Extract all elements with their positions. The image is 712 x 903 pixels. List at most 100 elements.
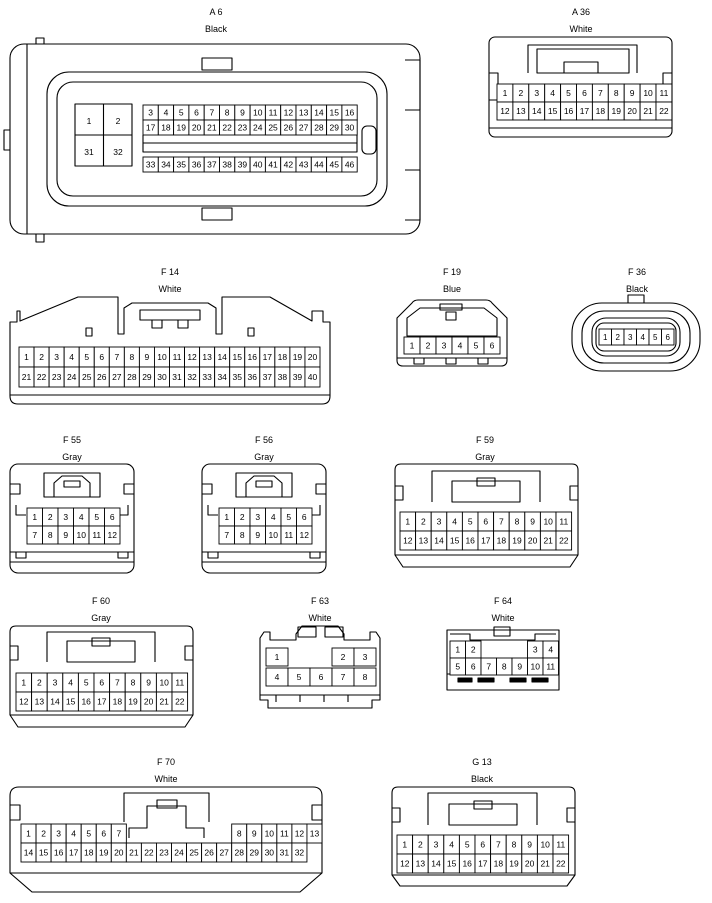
f63-pin-cell <box>265 647 289 667</box>
g13-pin-number: 16 <box>462 859 472 869</box>
f64-pin-number: 9 <box>517 662 522 672</box>
f70-pin-number: 21 <box>129 848 139 858</box>
connector-f59 <box>394 463 579 568</box>
f59-pin-number: 18 <box>497 536 507 546</box>
f19-pin-number: 1 <box>410 341 415 351</box>
connector-g13 <box>391 786 576 887</box>
a36-pin-number: 17 <box>580 106 590 116</box>
a6-pin-number: 8 <box>225 108 230 118</box>
f70-pin-number: 24 <box>174 848 184 858</box>
g13-pin-number: 10 <box>540 840 550 850</box>
a6-pin-number: 3 <box>148 108 153 118</box>
g13-pin-number: 3 <box>434 840 439 850</box>
f55-pin-number: 4 <box>79 512 84 522</box>
f60-pin-cell <box>171 691 189 712</box>
f36-pin-number: 5 <box>653 333 658 342</box>
a36-pin-number: 13 <box>516 106 526 116</box>
f14-pin-number: 37 <box>263 372 273 382</box>
connector-f64 <box>446 626 560 691</box>
a36-pin-number: 22 <box>659 106 669 116</box>
f63-pin-number: 5 <box>297 672 302 682</box>
a6-pin-number: 31 <box>84 147 94 157</box>
f59-id-label: F 59 <box>476 435 494 445</box>
connector-f55 <box>9 463 135 574</box>
g13-pin-number: 18 <box>494 859 504 869</box>
f63-id-label: F 63 <box>311 596 329 606</box>
f55-pin-number: 7 <box>32 530 37 540</box>
g13-pin-number: 5 <box>465 840 470 850</box>
f70-pin-number: 25 <box>189 848 199 858</box>
f14-pin-number: 3 <box>54 352 59 362</box>
f14-pin-number: 18 <box>278 352 288 362</box>
f59-pin-number: 13 <box>419 536 429 546</box>
f64-pin-number: 4 <box>548 645 553 655</box>
f60-pin-number: 2 <box>37 678 42 688</box>
f70-pin-number: 3 <box>56 829 61 839</box>
f64-id-label: F 64 <box>494 596 512 606</box>
g13-pin-number: 4 <box>449 840 454 850</box>
f14-pin-number: 40 <box>308 372 318 382</box>
f36-pin-number: 3 <box>628 333 633 342</box>
g13-pin-cell <box>552 853 570 874</box>
a6-pins-32 <box>74 103 133 167</box>
g13-pin-number: 2 <box>418 840 423 850</box>
f14-pin-number: 20 <box>308 352 318 362</box>
a6-pin-number: 44 <box>314 160 324 170</box>
a6-pin-number: 35 <box>177 160 187 170</box>
a6-pin-number: 36 <box>192 160 202 170</box>
f60-color-label: Gray <box>91 613 111 623</box>
a36-pin-number: 1 <box>503 88 508 98</box>
f55-id-label: F 55 <box>63 435 81 445</box>
f60-pin-number: 4 <box>68 678 73 688</box>
a36-pin-number: 11 <box>660 88 669 98</box>
f36-pin-number: 4 <box>641 333 646 342</box>
a6-pin-number: 33 <box>146 160 156 170</box>
f36-pin-cell <box>661 328 675 346</box>
f60-pin-number: 18 <box>113 697 123 707</box>
f55-pin-number: 12 <box>108 530 118 540</box>
f55-pin-number: 5 <box>94 512 99 522</box>
a36-pin-number: 6 <box>582 88 587 98</box>
f55-pin-number: 1 <box>32 512 37 522</box>
a36-pin-number: 5 <box>566 88 571 98</box>
f70-pin-number: 22 <box>144 848 154 858</box>
f56-pin-number: 11 <box>284 530 293 540</box>
f64-pin-number: 7 <box>486 662 491 672</box>
f55-color-label: Gray <box>62 452 82 462</box>
f14-pin-number: 19 <box>293 352 303 362</box>
f14-pin-number: 34 <box>217 372 227 382</box>
f14-color-label: White <box>158 284 181 294</box>
f60-pin-number: 9 <box>146 678 151 688</box>
a6-pin-number: 42 <box>284 160 294 170</box>
a36-pin-number: 3 <box>534 88 539 98</box>
f14-pin-number: 15 <box>232 352 242 362</box>
a6-pin-number: 46 <box>345 160 355 170</box>
a36-pin-number: 7 <box>598 88 603 98</box>
a36-pin-number: 19 <box>612 106 622 116</box>
f70-pin-number: 28 <box>234 848 244 858</box>
f70-pin-number: 16 <box>54 848 64 858</box>
f14-pin-number: 9 <box>145 352 150 362</box>
f56-pin-number: 8 <box>240 530 245 540</box>
f63-pin-cell <box>353 647 377 667</box>
a6-pin-number: 22 <box>222 123 232 133</box>
f59-pin-number: 21 <box>543 536 553 546</box>
f36-pin-number: 6 <box>666 333 671 342</box>
f63-pin-number: 7 <box>341 672 346 682</box>
a6-pin-number: 1 <box>87 116 92 126</box>
connector-f56 <box>201 463 327 574</box>
f14-pin-number: 4 <box>69 352 74 362</box>
g13-pin-number: 8 <box>512 840 517 850</box>
a36-color-label: White <box>569 24 592 34</box>
connector-a6 <box>3 37 421 243</box>
f64-color-label: White <box>491 613 514 623</box>
f60-pin-number: 20 <box>144 697 154 707</box>
f63-pin-number: 2 <box>341 652 346 662</box>
f56-pin-number: 4 <box>271 512 276 522</box>
g13-pin-number: 1 <box>402 840 407 850</box>
f70-pin-number: 20 <box>114 848 124 858</box>
a6-pin-number: 37 <box>207 160 217 170</box>
f60-pin-number: 8 <box>131 678 136 688</box>
f59-pin-number: 5 <box>468 517 473 527</box>
